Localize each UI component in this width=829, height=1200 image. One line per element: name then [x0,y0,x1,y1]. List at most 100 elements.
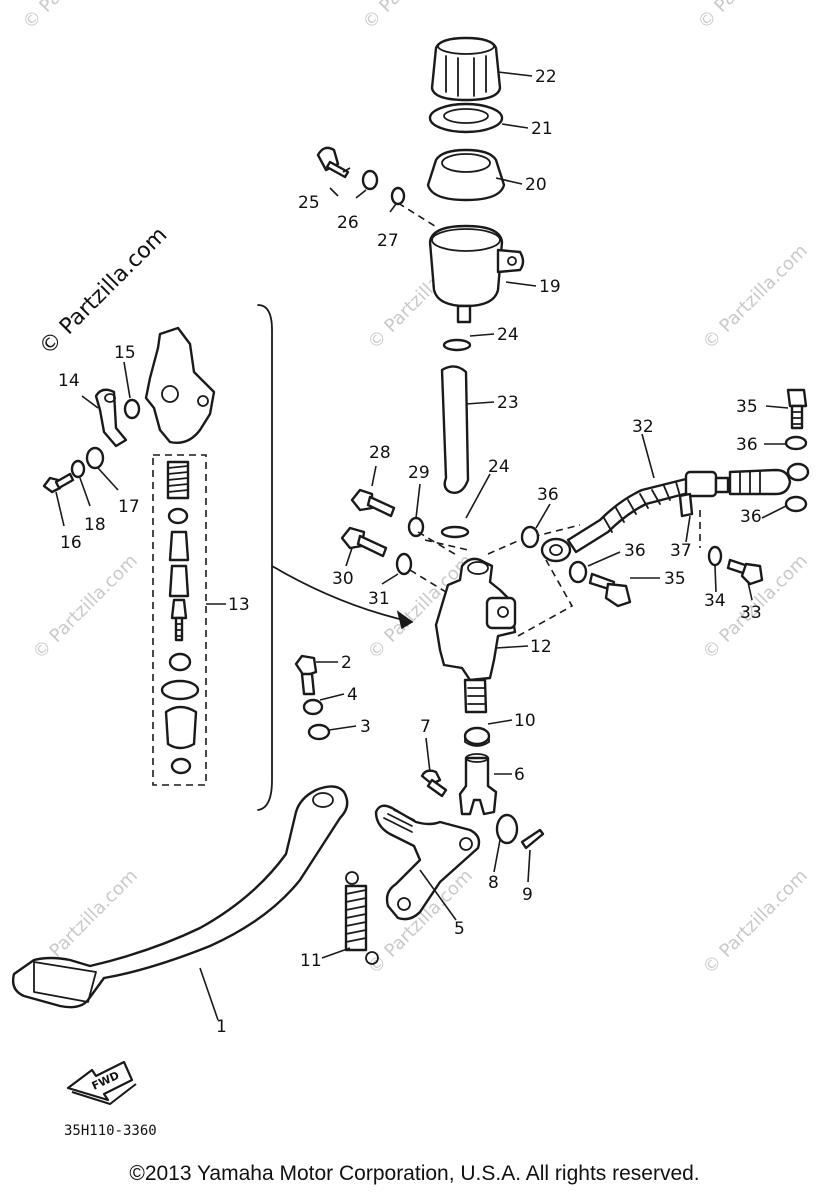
master-cylinder-12 [434,557,517,714]
assembly-bracket [257,304,273,811]
copyright-notice: ©2013 Yamaha Motor Corporation, U.S.A. A… [129,1162,700,1185]
callout-1: 1 [216,1017,227,1037]
washers-36 [520,435,810,584]
callout-35-upper: 35 [736,397,758,417]
callout-24-top: 24 [497,325,519,345]
union-bolt-35-upper [786,388,808,430]
callout-5: 5 [454,919,465,939]
cotter-pin-9 [520,828,545,850]
svg-text:© Partzilla.com: © Partzilla.com [699,865,812,978]
svg-text:© Partzilla.com: © Partzilla.com [29,550,142,663]
bolt-30 [340,526,388,558]
callout-26: 26 [337,213,359,233]
banjo-fitting-right [728,468,792,496]
washer-8 [495,813,519,845]
callout-18: 18 [84,515,106,535]
callout-33: 33 [740,603,762,623]
nut-10 [463,726,491,747]
callout-8: 8 [488,873,499,893]
partzilla-watermark: © Partzilla.com [35,223,173,361]
diagram-code: 35H110-3360 [64,1123,157,1139]
callout-23: 23 [497,393,519,413]
callout-13: 13 [228,595,250,615]
callout-35-lower: 35 [664,569,686,589]
callout-34: 34 [704,591,726,611]
callout-24-bottom: 24 [488,457,510,477]
callout-15: 15 [114,343,136,363]
washer-4 [302,698,324,716]
o-ring-17 [85,446,105,470]
callout-27: 27 [377,231,399,251]
callout-20: 20 [525,175,547,195]
washer-26 [361,169,379,191]
callout-7: 7 [420,717,431,737]
kit-13-components [160,460,200,775]
svg-text:© Partzilla.com: © Partzilla.com [359,0,472,34]
callout-6: 6 [514,765,525,785]
callout-4: 4 [347,685,358,705]
callout-21: 21 [531,119,553,139]
brake-hose-32 [566,470,730,554]
callout-3: 3 [360,717,371,737]
clip-37 [678,492,694,518]
bolt-16 [42,472,75,494]
washer-34 [707,545,723,567]
nut-3 [307,723,331,741]
callout-25: 25 [298,193,320,213]
bolt-28 [350,488,396,518]
callout-36-b: 36 [537,485,559,505]
callout-37: 37 [670,541,692,561]
clamp-24-top [442,338,472,352]
callout-36-d: 36 [740,507,762,527]
reservoir-19 [428,224,525,324]
bolt-2 [294,654,318,696]
callout-12: 12 [530,637,552,657]
diaphragm-20 [426,148,506,202]
hose-23 [440,365,470,494]
reservoir-cap-22 [430,36,502,102]
callout-11: 11 [300,951,322,971]
callout-32: 32 [632,417,654,437]
mc-body-exploded [144,326,216,444]
callout-14: 14 [58,371,80,391]
callout-10: 10 [514,711,536,731]
callout-30: 30 [332,569,354,589]
pin-7 [420,769,448,798]
diaphragm-plate-21 [428,102,504,134]
clamp-24-bottom [440,525,470,539]
pushrod-14 [94,388,128,448]
o-ring-15 [123,398,141,420]
callout-22: 22 [535,67,557,87]
washer-27 [390,186,406,206]
callout-2: 2 [341,653,352,673]
callout-numbers: 22 21 20 19 24 23 24 25 26 27 28 29 30 3… [58,67,762,1037]
washer-31 [395,552,413,576]
callout-16: 16 [60,533,82,553]
union-bolt-35-lower [588,572,632,608]
callout-31: 31 [368,589,390,609]
svg-text:© Partzilla.com: © Partzilla.com [19,0,132,34]
callout-19: 19 [539,277,561,297]
callout-9: 9 [522,885,533,905]
callout-29: 29 [408,463,430,483]
svg-text:© Partzilla.com: © Partzilla.com [699,240,812,353]
leader-lines [55,71,789,1021]
brake-arm-5 [374,804,481,921]
callout-36-a: 36 [736,435,758,455]
bolt-33 [726,558,764,586]
bolt-to-reservoir-line [397,202,439,229]
callout-28: 28 [369,443,391,463]
brake-pedal-1 [11,785,349,1009]
kit-13-box [152,454,207,786]
spring-11 [344,871,379,965]
fwd-arrow: FWD [66,1060,137,1106]
callout-36-c: 36 [624,541,646,561]
clevis-6 [458,753,498,816]
svg-text:© Partzilla.com: © Partzilla.com [694,0,807,34]
assembly-arrow [271,565,414,630]
callout-17: 17 [118,497,140,517]
banjo-fitting-left [540,537,572,563]
bolt-25 [316,146,350,179]
washer-18 [70,459,86,479]
